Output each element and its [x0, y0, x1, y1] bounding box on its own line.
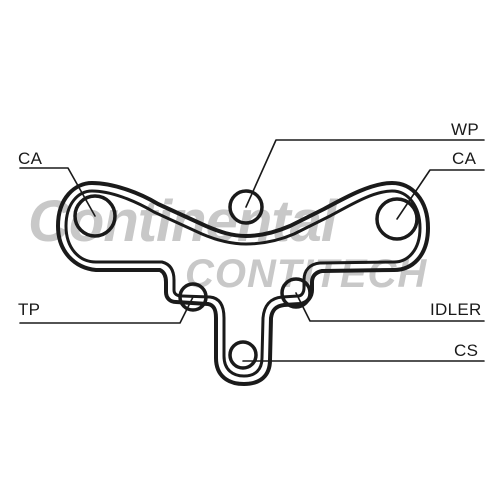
- leader-ca-left: [19, 167, 96, 217]
- watermark-continental: Continental: [28, 189, 337, 254]
- label-ca-right: CA: [452, 149, 477, 168]
- leader-wp: [245, 139, 485, 208]
- belt-outer: [56, 181, 430, 386]
- pulley-tp: [178, 282, 208, 312]
- leader-idler: [295, 292, 485, 322]
- pulley-ca-right: [375, 197, 419, 241]
- label-tp: TP: [18, 300, 41, 319]
- label-ca-left: CA: [18, 149, 43, 168]
- label-wp: WP: [451, 120, 479, 139]
- leader-ca-right: [396, 169, 485, 220]
- label-idler: IDLER: [430, 300, 482, 319]
- pulley-wp: [228, 189, 264, 225]
- label-cs: CS: [454, 341, 479, 360]
- pulley-cs: [228, 340, 258, 370]
- belt-inner: [64, 189, 422, 378]
- leader-tp: [19, 296, 194, 324]
- pulley-idler: [280, 277, 312, 309]
- pulley-ca-left: [73, 194, 117, 238]
